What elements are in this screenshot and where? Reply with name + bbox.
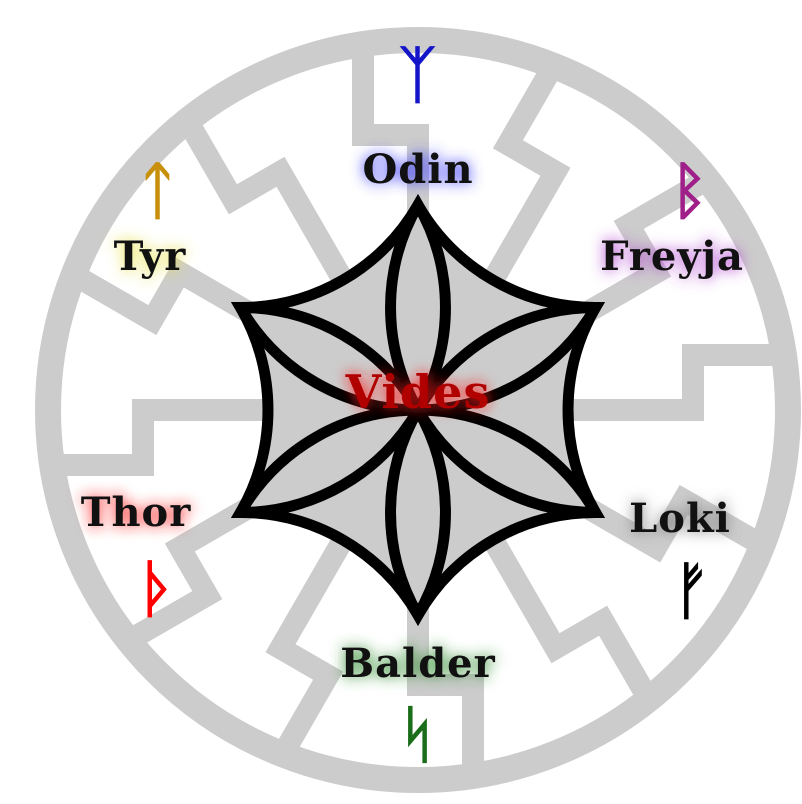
rune-thurisaz-icon: ᚦ: [139, 552, 177, 625]
deity-tyr-name: Tyr: [114, 233, 187, 280]
deity-thor-name: Thor: [81, 489, 192, 536]
deity-balder-name: Balder: [340, 640, 495, 687]
rune-sowilo-icon: ᛋ: [399, 698, 437, 771]
rune-algiz-icon: ᛉ: [399, 38, 437, 111]
rune-tiwaz-icon: ᛏ: [139, 154, 177, 227]
deity-odin-name: Odin: [362, 146, 473, 193]
deity-odin: Odin Odin ᛉ: [362, 38, 473, 193]
deity-loki-name: Loki: [629, 495, 731, 542]
center-label-group: Vides Vides: [345, 365, 491, 419]
center-label: Vides: [345, 365, 491, 419]
deity-freyja-name: Freyja: [600, 233, 744, 280]
rune-berkanan-icon: ᛒ: [671, 154, 709, 227]
rune-fehu-icon: ᚠ: [673, 554, 711, 627]
